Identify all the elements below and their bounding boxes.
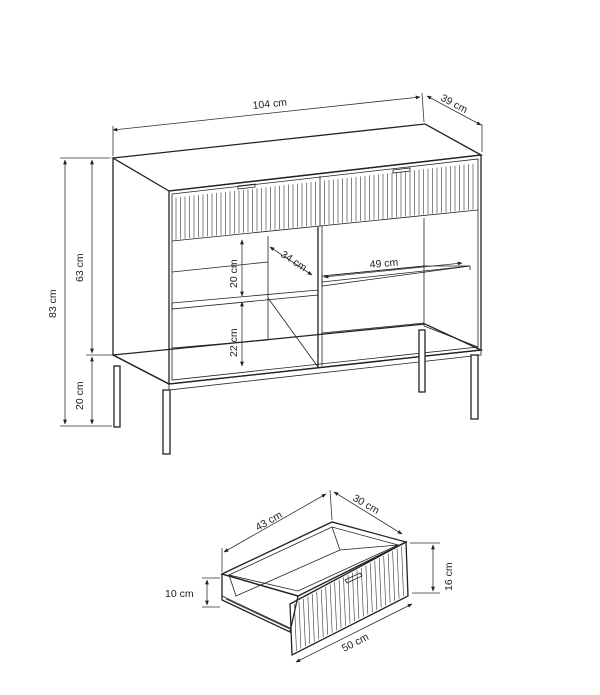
drawer-depth-label: 30 cm xyxy=(351,492,382,517)
drawer-dimensions: 43 cm 30 cm 16 cm 10 cm 50 cm xyxy=(165,489,455,663)
body-height-label: 63 cm xyxy=(74,253,86,282)
front-flute-groove xyxy=(320,589,324,638)
base-rail xyxy=(110,323,484,385)
front-flute-groove xyxy=(370,563,373,613)
front-flute-groove xyxy=(316,591,320,640)
front-flute-groove xyxy=(298,601,302,649)
front-flute-groove xyxy=(396,548,400,599)
front-width-line xyxy=(295,603,413,663)
front-flute-groove xyxy=(365,565,369,615)
leg-front-left xyxy=(162,389,171,455)
shelf-width-label: 49 cm xyxy=(369,257,399,271)
right-shelf xyxy=(321,265,471,287)
drawer-top-rim xyxy=(220,521,408,597)
front-flute-groove xyxy=(294,603,297,651)
front-flute-groove xyxy=(343,577,346,626)
upper-gap-label: 20 cm xyxy=(228,259,240,288)
drawer-side xyxy=(221,573,299,633)
width-dimension-line xyxy=(112,95,421,132)
drawer-flutes xyxy=(175,163,474,240)
cabinet-dimensions: 104 cm 39 cm 83 cm 63 cm 20 cm 20 cm 22 … xyxy=(47,92,483,427)
side-height-label: 10 cm xyxy=(165,588,194,600)
lower-gap-label: 22 cm xyxy=(228,328,240,357)
drawer-width-line xyxy=(223,493,327,553)
width-label: 104 cm xyxy=(252,96,288,112)
front-flute-groove xyxy=(387,553,391,604)
total-height-label: 83 cm xyxy=(47,289,59,318)
front-height-label: 16 cm xyxy=(443,562,455,591)
front-flute-groove xyxy=(312,594,315,642)
drawer-handle xyxy=(344,572,363,584)
front-flute-groove xyxy=(303,598,306,647)
depth-label: 39 cm xyxy=(439,92,470,116)
leg-front-right xyxy=(470,354,479,420)
shelf-depth-label: 34 cm xyxy=(278,248,309,274)
leg-height-label: 20 cm xyxy=(74,381,86,410)
left-shelf xyxy=(171,289,319,310)
drawer xyxy=(220,521,409,657)
front-width-label: 50 cm xyxy=(340,631,371,655)
drawer-handle-left xyxy=(237,183,256,190)
drawer-depth-line xyxy=(333,491,403,535)
front-flute-groove xyxy=(307,596,311,644)
front-flute-groove xyxy=(334,582,337,631)
front-flute-groove xyxy=(378,558,382,608)
front-flute-groove xyxy=(383,555,386,606)
front-flute-groove xyxy=(374,560,378,610)
drawer-width-label: 43 cm xyxy=(254,509,285,534)
front-flute-groove xyxy=(329,584,333,633)
cabinet-top xyxy=(110,123,484,192)
leg-back-right xyxy=(418,329,426,393)
front-flute-groove xyxy=(392,551,395,601)
cabinet xyxy=(110,123,484,455)
shelf-width-line xyxy=(323,261,463,279)
shelf-depth-line xyxy=(269,246,313,276)
drawer-front xyxy=(289,540,409,657)
front-flute-groove xyxy=(338,579,342,629)
drawer-handle-right xyxy=(392,167,411,174)
depth-dimension-line xyxy=(426,95,482,126)
front-flute-groove xyxy=(325,586,328,635)
drawers-band xyxy=(171,163,479,242)
leg-back-left xyxy=(113,365,121,428)
front-flute-groove xyxy=(401,546,404,597)
